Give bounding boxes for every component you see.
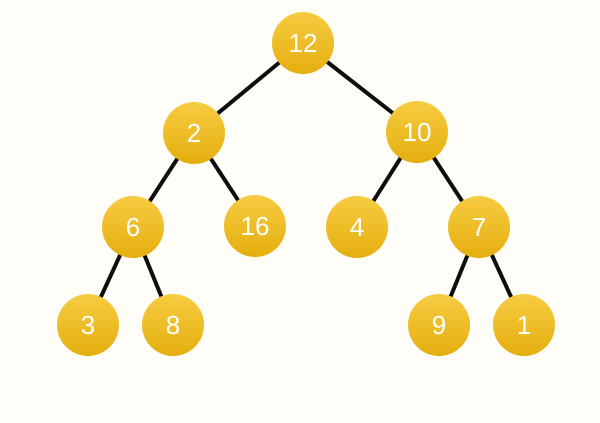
tree-node-2: 2 (163, 102, 225, 164)
tree-node-1: 1 (493, 294, 555, 356)
tree-node-circle-2 (163, 102, 225, 164)
tree-node-9: 9 (408, 294, 470, 356)
tree-node-circle-1 (493, 294, 555, 356)
tree-node-circle-10 (386, 101, 448, 163)
tree-node-circle-7 (448, 196, 510, 258)
tree-node-circle-12 (272, 12, 334, 74)
tree-node-3: 3 (57, 294, 119, 356)
tree-node-circle-9 (408, 294, 470, 356)
tree-node-10: 10 (386, 101, 448, 163)
tree-node-8: 8 (142, 294, 204, 356)
tree-node-4: 4 (326, 196, 388, 258)
tree-node-circle-6 (102, 196, 164, 258)
tree-node-16: 16 (224, 195, 286, 257)
tree-node-12: 12 (272, 12, 334, 74)
tree-node-circle-8 (142, 294, 204, 356)
tree-node-6: 6 (102, 196, 164, 258)
tree-node-circle-3 (57, 294, 119, 356)
tree-node-circle-4 (326, 196, 388, 258)
tree-node-7: 7 (448, 196, 510, 258)
tree-node-circle-16 (224, 195, 286, 257)
